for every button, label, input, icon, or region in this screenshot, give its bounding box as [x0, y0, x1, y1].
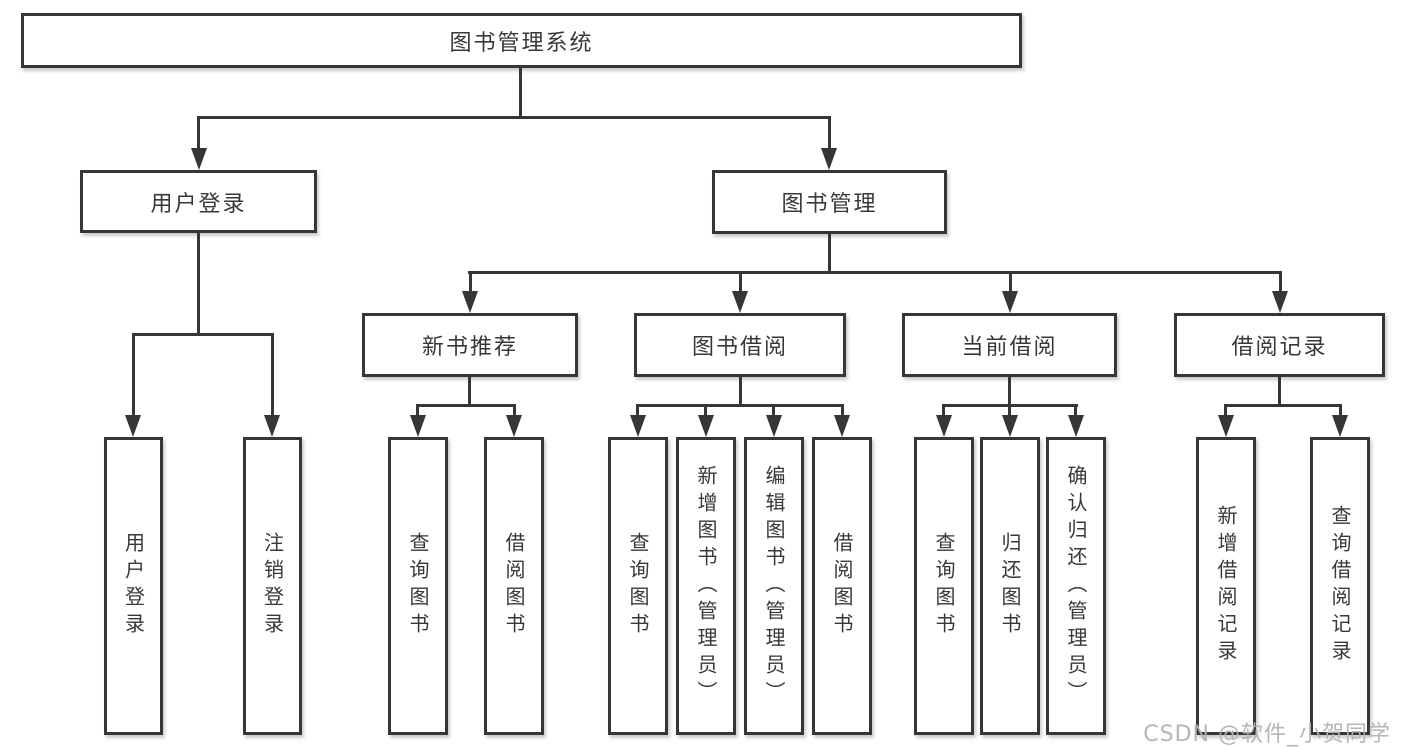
connector-g4-shaft-2 — [1339, 404, 1342, 418]
leaf-borrow-books-label: 借阅图书 — [830, 532, 854, 640]
node-current-borrowing-label: 当前借阅 — [961, 335, 1058, 360]
connector-g3-shaft-1 — [942, 404, 945, 418]
connector-root-stem — [519, 68, 522, 119]
leaf-user-login: 用户登录 — [104, 437, 163, 735]
connector-g3-shaft-2 — [1008, 404, 1011, 418]
leaf-confirm-return-admin-label: 确认归还（管理员） — [1064, 464, 1088, 708]
connector-g4-stem — [1278, 377, 1281, 407]
leaf-add-books-admin: 新增图书（管理员） — [676, 437, 736, 735]
connector-shaft-book-mgmt — [828, 116, 831, 150]
arrowhead-leaf-login — [125, 415, 141, 437]
node-root-label: 图书管理系统 — [449, 30, 594, 56]
csdn-watermark: CSDN @软件_小贺同学 — [1143, 722, 1391, 747]
node-book-borrowing-label: 图书借阅 — [691, 335, 788, 360]
arrowhead-g2-3 — [766, 415, 782, 437]
connector-g2-stem — [739, 377, 742, 407]
leaf-borrow-query-books: 查询图书 — [608, 437, 668, 735]
leaf-add-borrow-record-label: 新增借阅记录 — [1214, 505, 1238, 667]
connector-book-mgmt-crossbar — [468, 271, 1281, 274]
node-book-management: 图书管理 — [712, 170, 947, 234]
leaf-recommend-query-books: 查询图书 — [388, 437, 448, 735]
connector-g3-shaft-3 — [1074, 404, 1077, 418]
arrowhead-g3-2 — [1002, 415, 1018, 437]
node-new-book-recommend: 新书推荐 — [362, 313, 578, 377]
leaf-recommend-query-books-label: 查询图书 — [406, 532, 430, 640]
arrowhead-current-borrow — [1002, 291, 1018, 313]
connector-g2-crossbar — [636, 404, 844, 407]
arrowhead-g2-2 — [698, 415, 714, 437]
leaf-confirm-return-admin: 确认归还（管理员） — [1046, 437, 1106, 735]
connector-user-login-stem — [197, 233, 200, 336]
node-book-management-label: 图书管理 — [781, 192, 878, 217]
leaf-return-books: 归还图书 — [980, 437, 1040, 735]
node-borrowing-records-label: 借阅记录 — [1231, 335, 1328, 360]
leaf-recommend-borrow-books: 借阅图书 — [484, 437, 544, 735]
connector-g3-stem — [1008, 377, 1011, 407]
node-user-login: 用户登录 — [80, 170, 317, 233]
node-root: 图书管理系统 — [21, 13, 1022, 68]
leaf-query-borrow-record-label: 查询借阅记录 — [1328, 505, 1352, 667]
connector-shaft-new-books — [469, 271, 472, 295]
leaf-recommend-borrow-books-label: 借阅图书 — [502, 532, 526, 640]
leaf-add-borrow-record: 新增借阅记录 — [1196, 437, 1256, 735]
arrowhead-g1-1 — [410, 415, 426, 437]
arrowhead-borrow-records — [1272, 291, 1288, 313]
leaf-edit-books-admin: 编辑图书（管理员） — [744, 437, 804, 735]
leaf-borrow-query-books-label: 查询图书 — [626, 532, 650, 640]
arrowhead-g4-2 — [1332, 415, 1348, 437]
arrowhead-g3-1 — [936, 415, 952, 437]
leaf-logout-label: 注销登录 — [260, 532, 285, 640]
node-book-borrowing: 图书借阅 — [634, 313, 846, 377]
node-new-book-recommend-label: 新书推荐 — [421, 335, 518, 360]
connector-user-login-crossbar — [132, 333, 274, 336]
arrowhead-book-mgmt — [821, 148, 837, 170]
connector-shaft-leaf-login — [132, 333, 135, 417]
leaf-user-login-label: 用户登录 — [121, 532, 146, 640]
arrowhead-g2-4 — [834, 415, 850, 437]
connector-shaft-borrow-records — [1279, 271, 1282, 295]
leaf-query-borrow-record: 查询借阅记录 — [1310, 437, 1370, 735]
node-user-login-label: 用户登录 — [150, 191, 247, 217]
connector-g1-shaft-1 — [416, 404, 419, 418]
connector-g4-crossbar — [1224, 404, 1342, 407]
leaf-add-books-admin-label: 新增图书（管理员） — [694, 464, 718, 708]
leaf-return-books-label: 归还图书 — [998, 532, 1022, 640]
arrowhead-book-borrow — [732, 291, 748, 313]
connector-g4-shaft-1 — [1224, 404, 1227, 418]
connector-g2-shaft-1 — [636, 404, 639, 418]
leaf-borrow-books: 借阅图书 — [812, 437, 872, 735]
node-current-borrowing: 当前借阅 — [902, 313, 1117, 377]
connector-g2-shaft-3 — [772, 404, 775, 418]
leaf-logout: 注销登录 — [243, 437, 302, 735]
arrowhead-g1-2 — [506, 415, 522, 437]
node-borrowing-records: 借阅记录 — [1174, 313, 1385, 377]
connector-g2-shaft-4 — [841, 404, 844, 418]
arrowhead-user-login — [191, 148, 207, 170]
leaf-current-query-books: 查询图书 — [914, 437, 974, 735]
connector-g1-stem — [468, 377, 471, 407]
leaf-edit-books-admin-label: 编辑图书（管理员） — [762, 464, 786, 708]
connector-g1-shaft-2 — [513, 404, 516, 418]
arrowhead-leaf-logout — [264, 415, 280, 437]
connector-shaft-user-login — [197, 116, 200, 150]
arrowhead-g4-1 — [1218, 415, 1234, 437]
connector-shaft-leaf-logout — [271, 333, 274, 417]
connector-g2-shaft-2 — [704, 404, 707, 418]
arrowhead-new-books — [462, 291, 478, 313]
connector-shaft-current-borrow — [1009, 271, 1012, 295]
arrowhead-g3-3 — [1068, 415, 1084, 437]
connector-root-crossbar — [197, 116, 831, 119]
connector-g1-crossbar — [416, 404, 516, 407]
connector-shaft-book-borrow — [739, 271, 742, 295]
connector-book-mgmt-stem — [828, 234, 831, 273]
arrowhead-g2-1 — [630, 415, 646, 437]
leaf-current-query-books-label: 查询图书 — [932, 532, 956, 640]
